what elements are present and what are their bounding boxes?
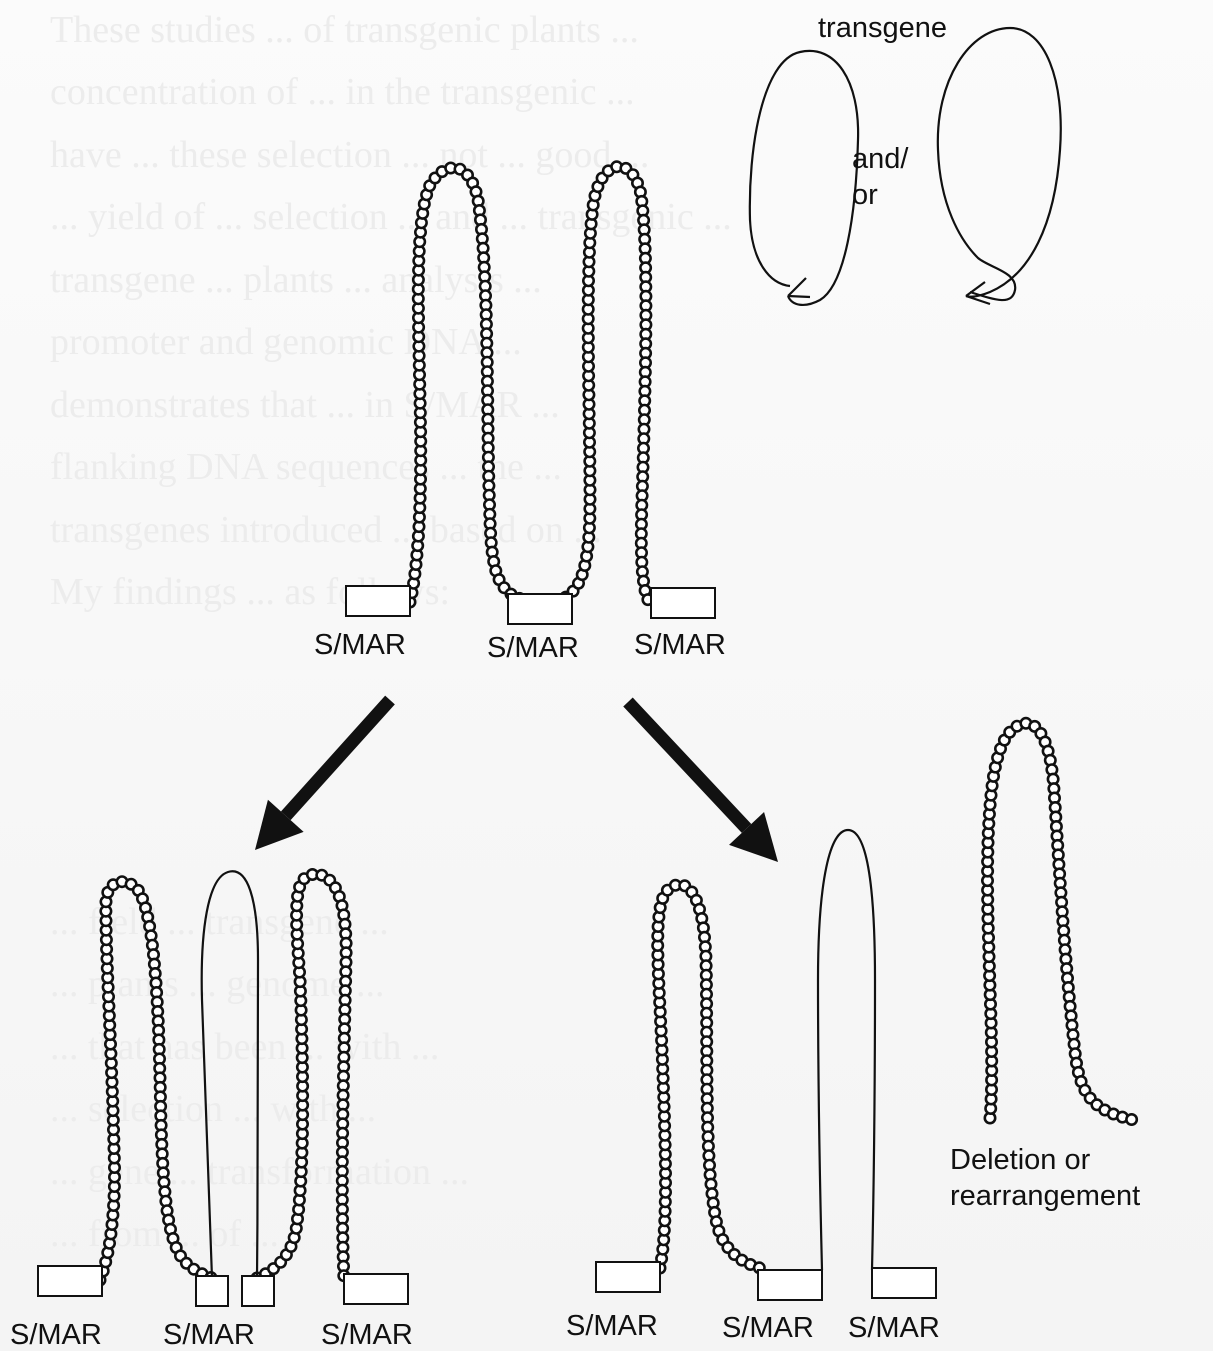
and-or-label: and/ or — [852, 141, 908, 214]
inserted-transgene-loop — [202, 871, 258, 1278]
smar-box — [596, 1262, 660, 1292]
smar-label: S/MAR — [566, 1312, 658, 1341]
smar-label: S/MAR — [634, 631, 726, 660]
chromatin-loop-bottom-right — [653, 880, 765, 1273]
smar-box — [346, 586, 410, 616]
inserted-transgene-loop — [818, 830, 875, 1270]
arrow-shaft — [286, 700, 390, 816]
transgene-loop-right — [938, 28, 1061, 300]
smar-box — [758, 1270, 822, 1300]
arrow-shaft — [628, 702, 747, 828]
smar-box — [196, 1276, 228, 1306]
chromatin-loop-bottom-left-b — [252, 869, 351, 1283]
smar-box — [242, 1276, 274, 1306]
smar-box — [344, 1274, 408, 1304]
smar-label: S/MAR — [10, 1321, 102, 1350]
smar-label: S/MAR — [722, 1314, 814, 1343]
smar-label: S/MAR — [487, 634, 579, 663]
smar-label: S/MAR — [314, 631, 406, 660]
chromatin-loop-deletion — [982, 718, 1137, 1125]
transgene-loop-left — [750, 51, 858, 305]
smar-label: S/MAR — [848, 1314, 940, 1343]
smar-label: S/MAR — [321, 1321, 413, 1350]
smar-boxes — [38, 586, 936, 1306]
chromatin-loops — [95, 162, 1137, 1286]
loop-arrowhead — [788, 278, 810, 297]
smar-label: S/MAR — [163, 1321, 255, 1350]
deletion-label: Deletion or rearrangement — [950, 1142, 1140, 1215]
nucleosome-bead — [1126, 1114, 1136, 1124]
chromatin-loop-bottom-left-a — [95, 877, 216, 1286]
arrow-to-right-outcome — [628, 702, 778, 862]
smar-box — [651, 588, 715, 618]
smar-box — [508, 594, 572, 624]
transgene-label: transgene — [818, 14, 947, 43]
arrow-to-left-outcome — [255, 700, 390, 850]
smar-box — [872, 1268, 936, 1298]
smar-box — [38, 1266, 102, 1296]
transition-arrows — [255, 700, 778, 862]
chromatin-loop-top — [405, 162, 653, 608]
